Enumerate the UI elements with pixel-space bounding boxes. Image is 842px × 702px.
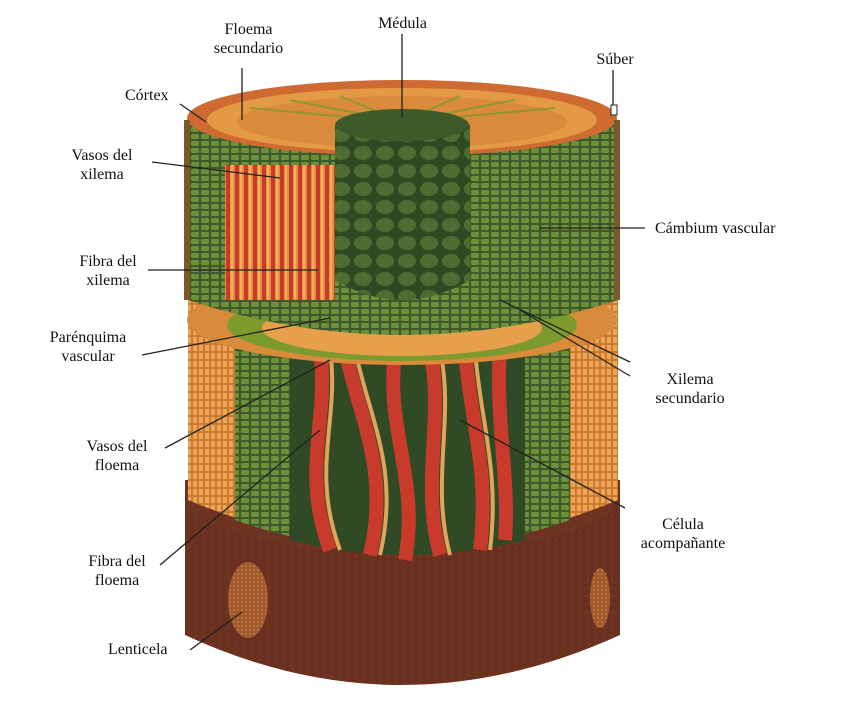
- label-parenquima-vascular-line2: vascular: [38, 347, 138, 366]
- label-vasos-xilema: Vasos del xilema: [52, 146, 152, 184]
- label-medula: Médula: [360, 14, 445, 33]
- label-vasos-floema-line2: floema: [72, 456, 162, 475]
- label-fibra-xilema: Fibra del xilema: [68, 252, 148, 290]
- label-vasos-floema: Vasos del floema: [72, 437, 162, 475]
- label-suber: Súber: [580, 50, 650, 69]
- label-fibra-floema-line1: Fibra del: [72, 552, 162, 571]
- label-vasos-floema-line1: Vasos del: [72, 437, 162, 456]
- label-fibra-floema-line2: floema: [72, 571, 162, 590]
- label-xilema-secundario-line2: secundario: [640, 389, 740, 408]
- label-fibra-xilema-line2: xilema: [68, 271, 148, 290]
- label-fibra-floema: Fibra del floema: [72, 552, 162, 590]
- label-celula-acompanante-line2: acompañante: [628, 534, 738, 553]
- label-lenticela: Lenticela: [108, 640, 168, 659]
- label-floema-secundario-line1: Floema: [206, 20, 291, 39]
- label-xilema-secundario-line1: Xilema: [640, 370, 740, 389]
- lenticel-left: [228, 562, 268, 638]
- label-vasos-xilema-line1: Vasos del: [52, 146, 152, 165]
- label-cambium-vascular: Cámbium vascular: [655, 219, 775, 238]
- label-floema-secundario-line2: secundario: [206, 39, 291, 58]
- xylem-vessels-cutout: [225, 165, 335, 300]
- label-vasos-xilema-line2: xilema: [52, 165, 152, 184]
- label-celula-acompanante-line1: Célula: [628, 515, 738, 534]
- label-xilema-secundario: Xilema secundario: [640, 370, 740, 408]
- label-cortex: Córtex: [125, 86, 169, 105]
- pith-column: [335, 125, 470, 300]
- label-parenquima-vascular: Parénquima vascular: [38, 328, 138, 366]
- label-parenquima-vascular-line1: Parénquima: [38, 328, 138, 347]
- lenticel-right: [590, 568, 610, 628]
- label-fibra-xilema-line1: Fibra del: [68, 252, 148, 271]
- label-floema-secundario: Floema secundario: [206, 20, 291, 58]
- label-celula-acompanante: Célula acompañante: [628, 515, 738, 553]
